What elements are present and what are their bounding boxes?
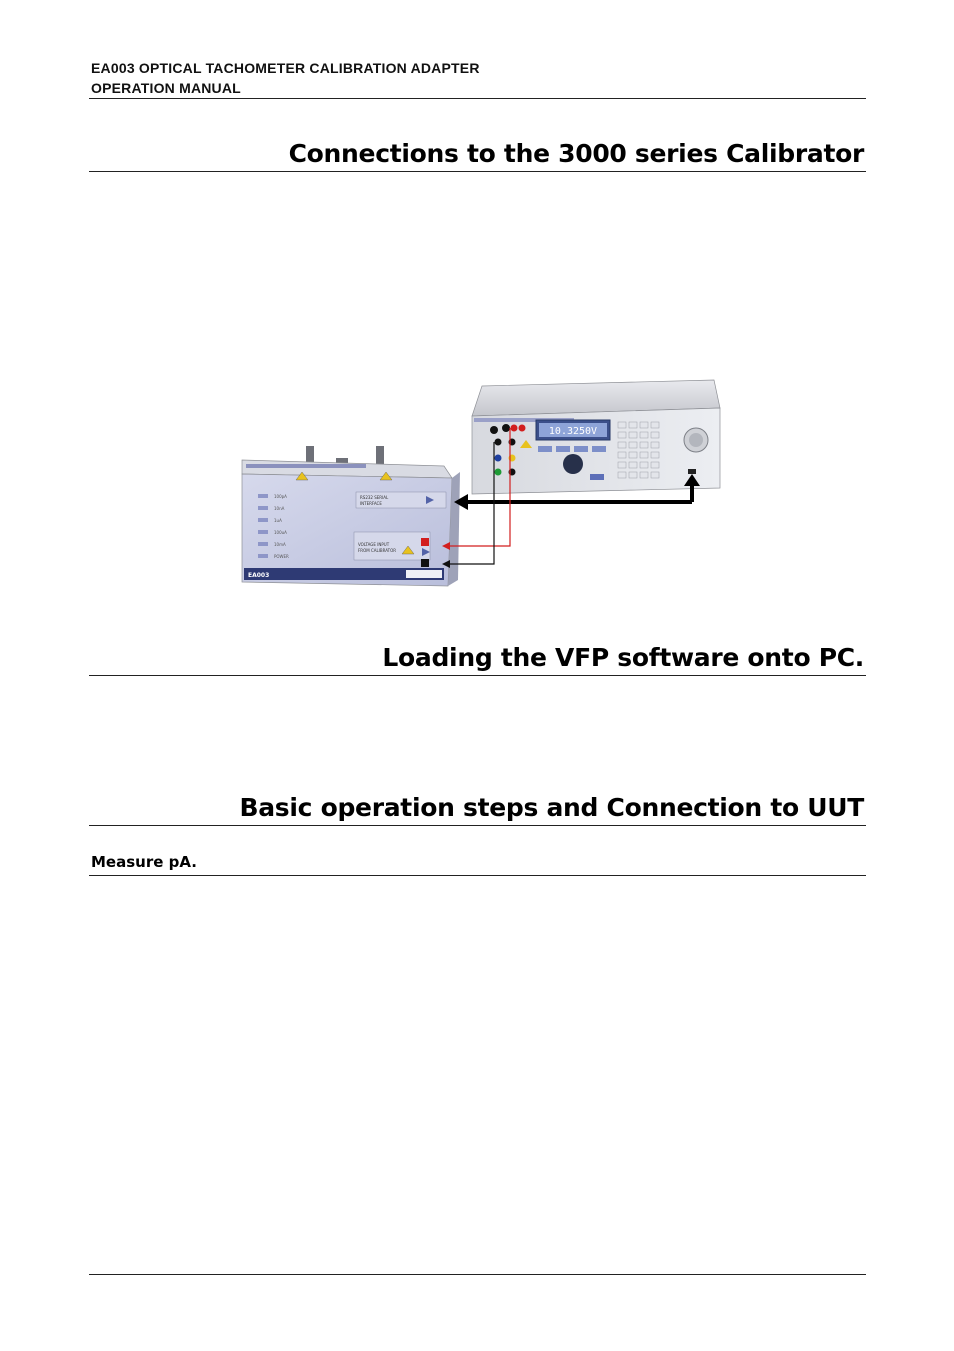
svg-text:INTERFACE: INTERFACE bbox=[360, 501, 382, 506]
svg-text:FROM CALIBRATOR: FROM CALIBRATOR bbox=[358, 548, 396, 553]
calibrator-keypad bbox=[617, 421, 660, 479]
footer-divider bbox=[89, 1274, 866, 1275]
svg-text:100pA: 100pA bbox=[274, 494, 287, 499]
red-test-lead bbox=[442, 428, 511, 550]
calibrator-unit: 10.3250V bbox=[471, 379, 721, 495]
black-test-lead bbox=[442, 442, 495, 568]
serial-cable-arrow bbox=[454, 474, 700, 510]
section-heading-loading: Loading the VFP software onto PC. bbox=[382, 643, 864, 672]
section-divider bbox=[89, 171, 866, 172]
navigation-pad bbox=[563, 454, 583, 474]
adapter-unit: 100pA 10nA 1uA 100uA 10mA POWER RS232 SERIAL… bbox=[241, 446, 460, 587]
serial-port bbox=[688, 469, 696, 474]
svg-text:10nA: 10nA bbox=[274, 506, 285, 511]
svg-text:10mA: 10mA bbox=[274, 542, 286, 547]
svg-text:1uA: 1uA bbox=[274, 518, 282, 523]
section-heading-basic-operation: Basic operation steps and Connection to … bbox=[239, 793, 864, 822]
document-title: EA003 OPTICAL TACHOMETER CALIBRATION ADA… bbox=[91, 60, 480, 76]
subsection-divider bbox=[89, 875, 866, 876]
svg-text:POWER: POWER bbox=[274, 554, 289, 559]
rs232-interface-box bbox=[355, 491, 447, 509]
section-divider bbox=[89, 675, 866, 676]
section-divider bbox=[89, 825, 866, 826]
header-divider bbox=[89, 98, 866, 99]
adapter-model-label: EA003 bbox=[248, 572, 269, 579]
svg-text:100uA: 100uA bbox=[274, 530, 287, 535]
svg-text:RS232 SERIAL: RS232 SERIAL bbox=[360, 495, 389, 500]
subsection-heading-measure-pa: Measure pA. bbox=[91, 853, 197, 871]
svg-text:VOLTAGE INPUT: VOLTAGE INPUT bbox=[358, 542, 390, 547]
section-heading-connections: Connections to the 3000 series Calibrato… bbox=[288, 139, 865, 168]
connection-diagram-figure: 10.3250V bbox=[241, 379, 721, 587]
document-subtitle: OPERATION MANUAL bbox=[91, 80, 241, 96]
calibrator-display-readout: 10.3250V bbox=[549, 426, 597, 437]
voltage-input-box bbox=[353, 531, 431, 561]
calibrator-terminals bbox=[490, 424, 532, 476]
